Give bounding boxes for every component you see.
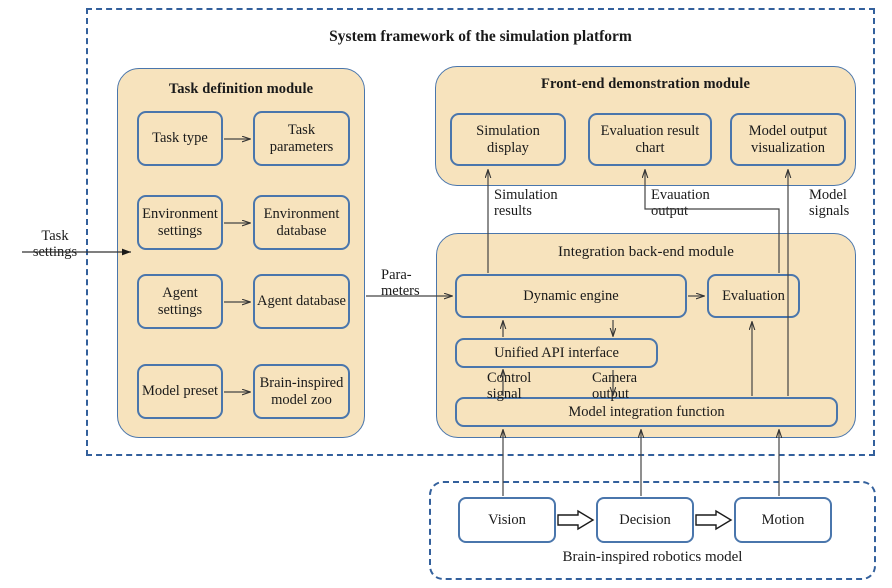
node-evaluation[interactable]: Evaluation xyxy=(707,274,800,318)
back-end-module-title: Integration back-end module xyxy=(558,244,734,260)
node-simulation-display[interactable]: Simulation display xyxy=(450,113,566,166)
node-brain-inspired-model-zoo[interactable]: Brain-inspired model zoo xyxy=(253,364,350,419)
system-framework-boundary xyxy=(86,8,875,456)
edge-label-parameters: Para- meters xyxy=(381,267,420,300)
edge-label-model-signals: Model signals xyxy=(809,187,850,220)
task-definition-module-title: Task definition module xyxy=(168,81,314,97)
node-environment-settings[interactable]: Environment settings xyxy=(137,195,223,250)
robotics-model-caption: Brain-inspired robotics model xyxy=(562,549,743,565)
node-model-preset[interactable]: Model preset xyxy=(137,364,223,419)
node-agent-settings[interactable]: Agent settings xyxy=(137,274,223,329)
node-model-output-visualization[interactable]: Model output visualization xyxy=(730,113,846,166)
node-task-type[interactable]: Task type xyxy=(137,111,223,166)
node-evaluation-result-chart[interactable]: Evaluation result chart xyxy=(588,113,712,166)
brain-inspired-robotics-model-boundary xyxy=(429,481,876,580)
node-unified-api-interface[interactable]: Unified API interface xyxy=(455,338,658,368)
edge-label-evaluation-output: Evauation output xyxy=(651,187,710,220)
edge-label-control-signal: Control signal xyxy=(487,370,532,403)
page-title: System framework of the simulation platf… xyxy=(329,28,632,45)
edge-label-task-settings: Task settings xyxy=(32,228,78,261)
node-vision[interactable]: Vision xyxy=(458,497,556,543)
node-dynamic-engine[interactable]: Dynamic engine xyxy=(455,274,687,318)
front-end-module-title: Front-end demonstration module xyxy=(541,76,750,92)
edge-label-camera-output: Camera output xyxy=(592,370,638,403)
node-motion[interactable]: Motion xyxy=(734,497,832,543)
node-task-parameters[interactable]: Task parameters xyxy=(253,111,350,166)
node-decision[interactable]: Decision xyxy=(596,497,694,543)
edge-label-simulation-results: Simulation results xyxy=(494,187,558,220)
node-environment-database[interactable]: Environment database xyxy=(253,195,350,250)
node-model-integration-function[interactable]: Model integration function xyxy=(455,397,838,427)
node-agent-database[interactable]: Agent database xyxy=(253,274,350,329)
